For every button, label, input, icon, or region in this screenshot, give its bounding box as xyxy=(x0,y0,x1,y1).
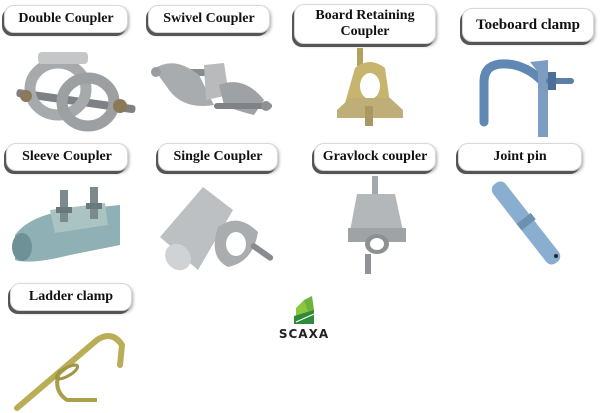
joint-pin-image xyxy=(478,178,578,273)
label-ladder-clamp: Ladder clamp xyxy=(10,283,132,311)
label-double-coupler: Double Coupler xyxy=(4,5,128,33)
label-single-coupler: Single Coupler xyxy=(158,143,278,171)
label-text: Single Coupler xyxy=(173,149,263,164)
label-text: Gravlock coupler xyxy=(322,149,428,164)
label-text: Double Coupler xyxy=(18,11,114,26)
label-toeboard-clamp: Toeboard clamp xyxy=(462,8,594,42)
scaxa-logo: SCAXA xyxy=(276,296,332,341)
label-text: Swivel Coupler xyxy=(163,11,255,26)
toeboard-clamp-image xyxy=(468,52,578,138)
swivel-coupler-image xyxy=(144,55,279,120)
label-text: Ladder clamp xyxy=(28,289,114,304)
label-sleeve-coupler: Sleeve Coupler xyxy=(6,143,128,171)
double-coupler-image xyxy=(8,44,138,134)
label-gravlock-coupler: Gravlock coupler xyxy=(314,143,436,171)
gravlock-coupler-image xyxy=(345,176,410,276)
ladder-clamp-image xyxy=(12,320,137,412)
single-coupler-image xyxy=(158,182,283,274)
label-text-line2: Coupler xyxy=(340,24,390,39)
label-text: Joint pin xyxy=(493,149,547,164)
label-swivel-coupler: Swivel Coupler xyxy=(148,5,270,33)
label-board-retaining-coupler: Board Retaining Coupler xyxy=(294,4,436,44)
sleeve-coupler-image xyxy=(10,185,125,275)
label-joint-pin: Joint pin xyxy=(458,143,582,171)
label-text: Sleeve Coupler xyxy=(22,149,112,164)
label-text-line1: Board Retaining xyxy=(315,8,415,23)
label-text: Toeboard clamp xyxy=(475,17,581,33)
scaxa-logo-icon xyxy=(294,296,315,324)
logo-text: SCAXA xyxy=(278,327,330,341)
board-retaining-coupler-image xyxy=(335,48,405,128)
